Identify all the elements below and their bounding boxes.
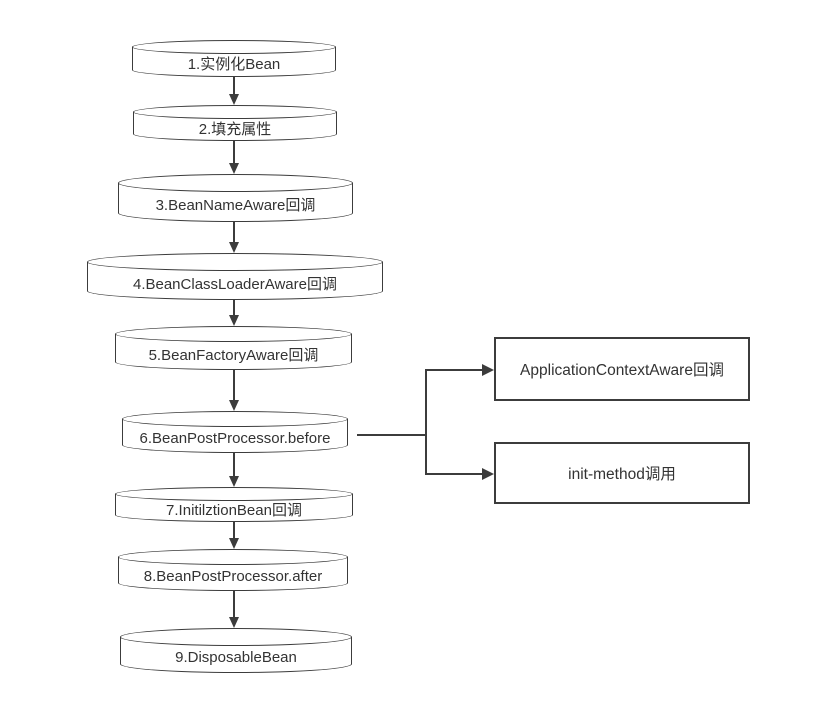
node-label: 9.DisposableBean — [175, 648, 297, 666]
node-label: 8.BeanPostProcessor.after — [143, 567, 323, 585]
node-step-8: 8.BeanPostProcessor.after — [118, 549, 348, 591]
arrow-shaft — [233, 77, 235, 96]
arrow-shaft — [233, 141, 235, 165]
arrow-down-icon — [229, 400, 239, 411]
node-label: 6.BeanPostProcessor.before — [139, 429, 331, 447]
node-step-6: 6.BeanPostProcessor.before — [122, 411, 348, 453]
node-step-2: 2.填充属性 — [133, 105, 337, 141]
node-init-method: init-method调用 — [494, 442, 750, 504]
node-label: 4.BeanClassLoaderAware回调 — [132, 275, 337, 293]
node-label: 3.BeanNameAware回调 — [155, 197, 316, 215]
connector-branch-bottom — [425, 473, 483, 475]
arrow-down-icon — [229, 617, 239, 628]
arrow-down-icon — [229, 315, 239, 326]
arrow-shaft — [233, 370, 235, 402]
connector-stem — [357, 434, 427, 436]
cylinder-top-ellipse — [120, 628, 352, 646]
arrow-down-icon — [229, 476, 239, 487]
node-label: ApplicationContextAware回调 — [520, 362, 724, 379]
node-step-4: 4.BeanClassLoaderAware回调 — [87, 253, 383, 300]
node-label: 7.InitilztionBean回调 — [166, 502, 302, 520]
arrow-down-icon — [229, 242, 239, 253]
node-label: 5.BeanFactoryAware回调 — [148, 346, 319, 364]
node-step-5: 5.BeanFactoryAware回调 — [115, 326, 352, 370]
arrow-shaft — [233, 300, 235, 317]
cylinder-top-ellipse — [115, 326, 352, 342]
node-step-7: 7.InitilztionBean回调 — [115, 487, 353, 522]
cylinder-top-ellipse — [115, 487, 353, 501]
connector-branch-top — [425, 369, 483, 371]
arrow-down-icon — [229, 163, 239, 174]
arrow-shaft — [233, 522, 235, 540]
cylinder-top-ellipse — [87, 253, 383, 271]
node-label: 2.填充属性 — [198, 120, 272, 138]
node-step-1: 1.实例化Bean — [132, 40, 336, 77]
node-label: init-method调用 — [568, 466, 676, 483]
arrow-shaft — [233, 222, 235, 244]
arrow-down-icon — [229, 94, 239, 105]
cylinder-top-ellipse — [122, 411, 348, 427]
node-label: 1.实例化Bean — [187, 56, 281, 74]
cylinder-top-ellipse — [118, 549, 348, 565]
node-step-3: 3.BeanNameAware回调 — [118, 174, 353, 222]
node-application-context-aware: ApplicationContextAware回调 — [494, 337, 750, 401]
cylinder-top-ellipse — [132, 40, 336, 54]
arrow-right-icon — [482, 468, 494, 480]
arrow-shaft — [233, 453, 235, 478]
node-step-9: 9.DisposableBean — [120, 628, 352, 673]
cylinder-top-ellipse — [133, 105, 337, 119]
arrow-right-icon — [482, 364, 494, 376]
cylinder-top-ellipse — [118, 174, 353, 192]
arrow-shaft — [233, 591, 235, 619]
connector-riser — [425, 369, 427, 475]
arrow-down-icon — [229, 538, 239, 549]
